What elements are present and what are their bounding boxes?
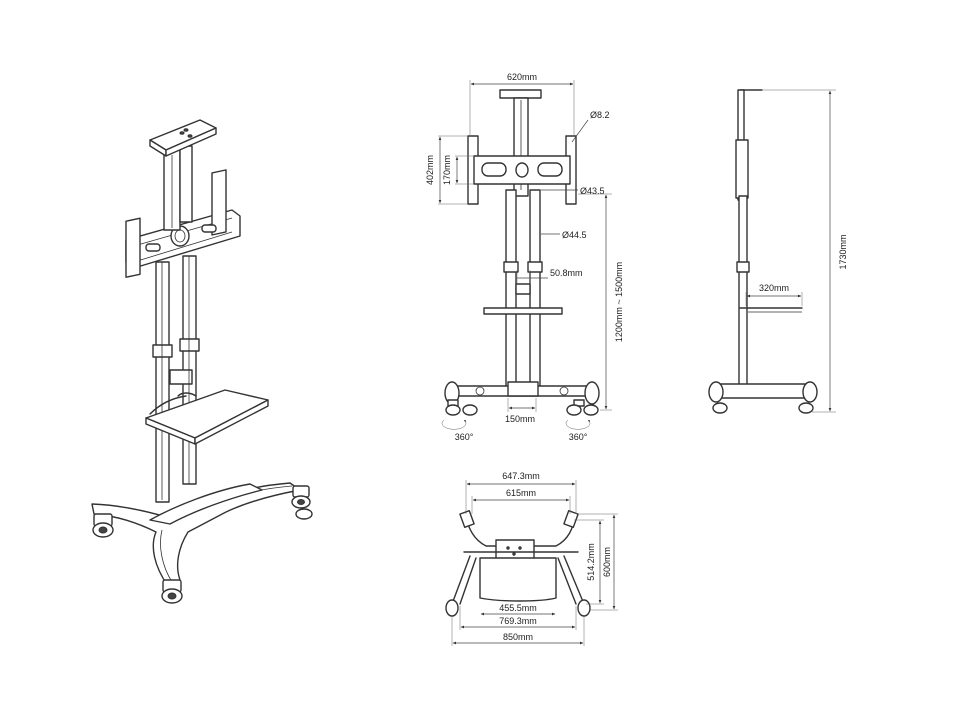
dim-170-label: 170mm <box>442 155 452 185</box>
dim-600-label: 600mm <box>602 547 612 577</box>
front-pole-left <box>505 189 517 391</box>
front-pole-right <box>529 189 541 391</box>
front-camera-plate <box>499 89 542 99</box>
top-mount-plate <box>495 539 535 561</box>
dim-455-5-label: 455.5mm <box>499 603 537 613</box>
dim-850-label: 850mm <box>503 632 533 642</box>
side-mount-bracket <box>735 139 749 199</box>
iso-shelf <box>145 389 269 445</box>
dim-620-label: 620mm <box>507 72 537 82</box>
iso-caster-front <box>161 579 183 604</box>
dim-647-3-label: 647.3mm <box>502 471 540 481</box>
dim-320-label: 320mm <box>759 283 789 293</box>
front-shelf <box>483 307 563 315</box>
top-shelf <box>479 557 557 602</box>
dim-50-8-label: 50.8mm <box>550 268 583 278</box>
iso-base <box>91 482 313 604</box>
dim-514-2-label: 514.2mm <box>586 543 596 581</box>
side-pole <box>738 195 748 387</box>
dim-402-label: 402mm <box>425 155 435 185</box>
dim-769-3-label: 769.3mm <box>499 616 537 626</box>
iso-poles <box>152 255 200 503</box>
rotate-left-label: 360° <box>455 432 474 442</box>
front-view: 620mm Ø8.2 402mm 170mm Ø43.5 Ø44.5 50.8m… <box>425 72 624 442</box>
side-view: 320mm 1730mm <box>708 89 848 414</box>
rotate-right-arc <box>565 419 591 430</box>
iso-caster-right <box>291 485 313 520</box>
dim-height-range-label: 1200mm ~ 1500mm <box>614 262 624 342</box>
dim-hole-label: Ø8.2 <box>590 110 610 120</box>
dim-1730-label: 1730mm <box>838 234 848 269</box>
side-base <box>715 383 811 399</box>
iso-mount-bracket <box>125 169 241 278</box>
front-casters <box>445 399 599 416</box>
dim-615-label: 615mm <box>506 488 536 498</box>
top-view: 647.3mm 615mm 455.5mm 769.3mm 850mm 514.… <box>445 471 618 646</box>
iso-camera-tray <box>149 119 217 231</box>
iso-caster-left <box>92 513 114 538</box>
rotate-right-label: 360° <box>569 432 588 442</box>
dim-43-5-label: Ø43.5 <box>580 186 605 196</box>
dim-150-label: 150mm <box>505 414 535 424</box>
dim-44-5-label: Ø44.5 <box>562 230 587 240</box>
isometric-view <box>91 119 313 604</box>
rotate-left-arc <box>441 419 467 430</box>
